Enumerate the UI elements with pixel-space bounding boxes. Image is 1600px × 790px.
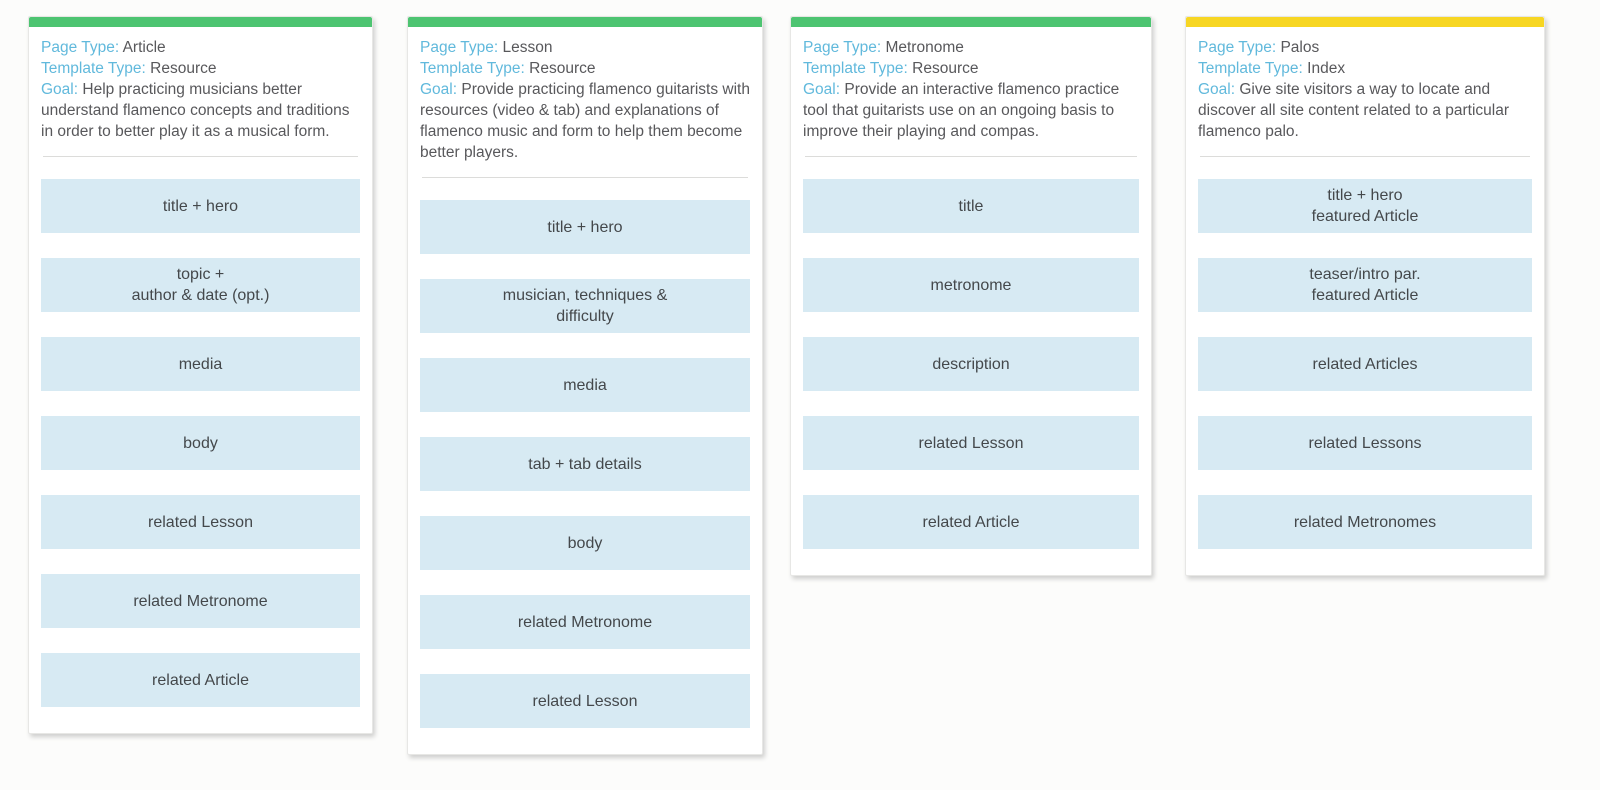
card-body: Page Type: Lesson Template Type: Resourc… (408, 27, 762, 754)
wireframe-block: related Lesson (803, 416, 1139, 470)
template-type-row: Template Type: Index (1198, 58, 1532, 79)
page-type-label: Page Type: (803, 39, 882, 56)
goal-row: Goal: Provide an interactive flamenco pr… (803, 79, 1139, 142)
page-type-value: Palos (1280, 39, 1320, 56)
goal-value: Help practicing musicians better underst… (41, 81, 350, 140)
template-type-label: Template Type: (803, 60, 908, 77)
page-type-value: Metronome (885, 39, 964, 56)
page-type-row: Page Type: Metronome (803, 37, 1139, 58)
template-type-row: Template Type: Resource (41, 58, 360, 79)
goal-value: Provide practicing flamenco guitarists w… (420, 81, 750, 161)
card-accent-bar (408, 17, 762, 27)
template-type-label: Template Type: (420, 60, 525, 77)
page-type-value: Lesson (502, 39, 553, 56)
goal-row: Goal: Give site visitors a way to locate… (1198, 79, 1532, 142)
template-card-article: Page Type: Article Template Type: Resour… (28, 16, 373, 734)
wireframe-block: metronome (803, 258, 1139, 312)
page-type-label: Page Type: (420, 39, 499, 56)
wireframe-block: body (41, 416, 360, 470)
page-type-label: Page Type: (1198, 39, 1277, 56)
page-type-label: Page Type: (41, 39, 120, 56)
goal-row: Goal: Help practicing musicians better u… (41, 79, 360, 142)
goal-value: Provide an interactive flamenco practice… (803, 81, 1120, 140)
card-accent-bar (1186, 17, 1544, 27)
wireframe-block: related Metronomes (1198, 495, 1532, 549)
card-body: Page Type: Metronome Template Type: Reso… (791, 27, 1151, 575)
template-type-value: Resource (150, 60, 217, 77)
header-divider (805, 156, 1137, 157)
wireframe-block: title + hero (420, 200, 750, 254)
header-divider (422, 177, 748, 178)
wireframe-block: related Metronome (41, 574, 360, 628)
template-card-metronome: Page Type: Metronome Template Type: Reso… (790, 16, 1152, 576)
wireframe-block: media (41, 337, 360, 391)
wireframe-block: related Article (41, 653, 360, 707)
page-type-value: Article (122, 39, 166, 56)
wireframe-block: related Metronome (420, 595, 750, 649)
card-body: Page Type: Article Template Type: Resour… (29, 27, 372, 733)
template-card-lesson: Page Type: Lesson Template Type: Resourc… (407, 16, 763, 755)
page-type-row: Page Type: Article (41, 37, 360, 58)
header-divider (1200, 156, 1530, 157)
goal-value: Give site visitors a way to locate and d… (1198, 81, 1510, 140)
wireframe-block: tab + tab details (420, 437, 750, 491)
header-divider (43, 156, 358, 157)
page-type-row: Page Type: Palos (1198, 37, 1532, 58)
wireframe-block: topic + author & date (opt.) (41, 258, 360, 312)
page-type-row: Page Type: Lesson (420, 37, 750, 58)
wireframe-block: musician, techniques & difficulty (420, 279, 750, 333)
wireframe-block: teaser/intro par. featured Article (1198, 258, 1532, 312)
goal-label: Goal: (420, 81, 458, 98)
template-type-label: Template Type: (1198, 60, 1303, 77)
card-body: Page Type: Palos Template Type: Index Go… (1186, 27, 1544, 575)
card-accent-bar (791, 17, 1151, 27)
wireframe-block: description (803, 337, 1139, 391)
wireframe-block-list: title + hero musician, techniques & diffi… (420, 200, 750, 728)
wireframe-block: related Article (803, 495, 1139, 549)
goal-row: Goal: Provide practicing flamenco guitar… (420, 79, 750, 163)
wireframe-block: title + hero featured Article (1198, 179, 1532, 233)
template-type-row: Template Type: Resource (420, 58, 750, 79)
template-card-palos: Page Type: Palos Template Type: Index Go… (1185, 16, 1545, 576)
wireframe-block-list: title metronome description related Lesson r… (803, 179, 1139, 549)
card-accent-bar (29, 17, 372, 27)
template-type-value: Resource (529, 60, 596, 77)
goal-label: Goal: (1198, 81, 1236, 98)
goal-label: Goal: (803, 81, 841, 98)
wireframe-block-list: title + hero featured Article teaser/intr… (1198, 179, 1532, 549)
wireframe-block: title (803, 179, 1139, 233)
wireframe-block: related Lesson (420, 674, 750, 728)
wireframe-block: media (420, 358, 750, 412)
template-type-value: Resource (912, 60, 979, 77)
wireframe-block: related Lesson (41, 495, 360, 549)
template-type-label: Template Type: (41, 60, 146, 77)
wireframe-block: body (420, 516, 750, 570)
wireframe-block: related Articles (1198, 337, 1532, 391)
wireframe-block: related Lessons (1198, 416, 1532, 470)
wireframe-block: title + hero (41, 179, 360, 233)
goal-label: Goal: (41, 81, 79, 98)
wireframe-block-list: title + hero topic + author & date (opt.)… (41, 179, 360, 707)
template-type-value: Index (1307, 60, 1346, 77)
template-type-row: Template Type: Resource (803, 58, 1139, 79)
